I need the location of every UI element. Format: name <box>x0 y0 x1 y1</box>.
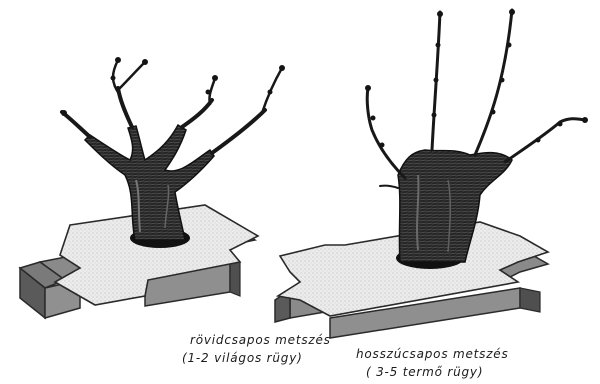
long-spur-caption-title: hosszúcsapos metszés <box>356 345 509 363</box>
short-spur-caption-title: rövidcsapos metszés <box>190 331 331 349</box>
left-buds <box>61 57 285 116</box>
long-spur-caption: hosszúcsapos metszés ( 3-5 termő rügy) <box>356 345 509 381</box>
long-spur-caption-note: ( 3-5 termő rügy) <box>366 363 509 381</box>
short-spur-caption-note: (1-2 világos rügy) <box>182 349 331 367</box>
short-spur-caption: rövidcsapos metszés (1-2 világos rügy) <box>190 331 331 367</box>
